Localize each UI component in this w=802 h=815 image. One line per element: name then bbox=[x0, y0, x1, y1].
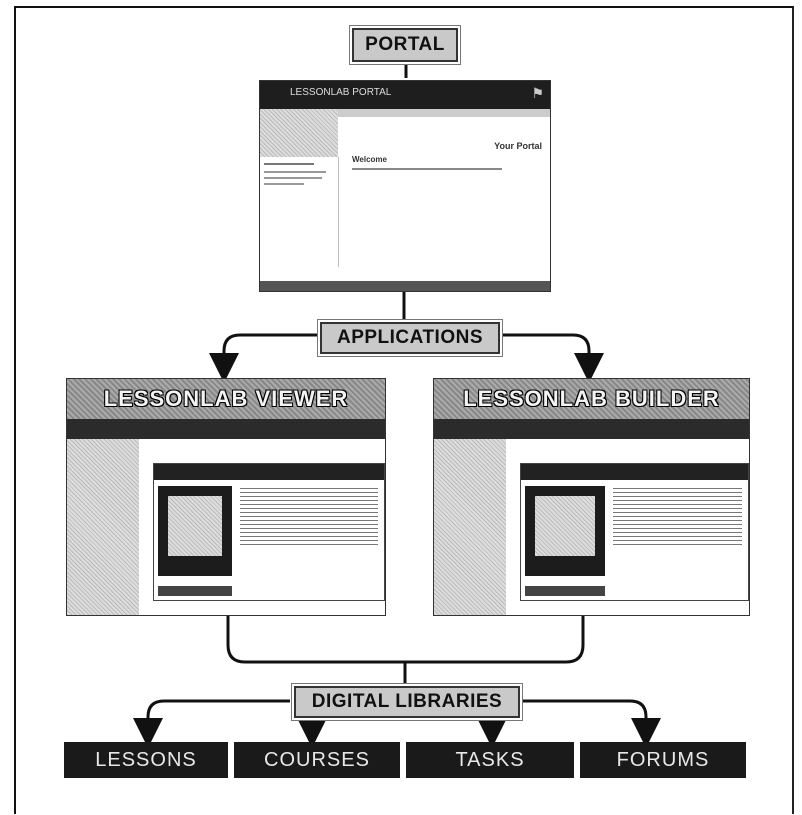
library-tasks: TASKS bbox=[406, 742, 574, 778]
portal-header-bar: LESSONLAB PORTAL ⚑ bbox=[260, 81, 550, 109]
viewer-title-banner: LESSONLAB VIEWER bbox=[67, 379, 385, 419]
portal-header-title: LESSONLAB PORTAL bbox=[290, 87, 392, 98]
lessonlab-viewer-screenshot: LESSONLAB VIEWER bbox=[66, 378, 386, 616]
portal-logo-icon: ⚑ bbox=[531, 85, 544, 101]
builder-video-player bbox=[525, 486, 605, 576]
builder-toolbar bbox=[434, 419, 749, 439]
diagram-frame bbox=[14, 6, 794, 814]
viewer-controls bbox=[158, 586, 232, 596]
library-forums: FORUMS bbox=[580, 742, 746, 778]
lessonlab-builder-screenshot: LESSONLAB BUILDER bbox=[433, 378, 750, 616]
portal-sidebar-line bbox=[264, 177, 322, 179]
viewer-sidebar bbox=[67, 439, 139, 615]
builder-text-block bbox=[613, 488, 742, 548]
builder-title-banner: LESSONLAB BUILDER bbox=[434, 379, 749, 419]
builder-controls bbox=[525, 586, 605, 596]
viewer-toolbar bbox=[67, 419, 385, 439]
library-courses: COURSES bbox=[234, 742, 400, 778]
viewer-video-player bbox=[158, 486, 232, 576]
portal-sidebar-line bbox=[264, 163, 314, 165]
portal-sidebar-line bbox=[264, 171, 326, 173]
portal-welcome-heading: Welcome bbox=[352, 155, 387, 164]
builder-video-frame bbox=[535, 496, 595, 556]
portal-right-text: Your Portal bbox=[494, 141, 542, 151]
portal-label: PORTAL bbox=[352, 28, 458, 62]
library-lessons: LESSONS bbox=[64, 742, 228, 778]
builder-sidebar bbox=[434, 439, 506, 615]
viewer-content-header bbox=[154, 464, 384, 480]
builder-content-panel bbox=[520, 463, 749, 601]
viewer-video-frame bbox=[168, 496, 222, 556]
viewer-title: LESSONLAB VIEWER bbox=[103, 386, 349, 411]
portal-nav-strip bbox=[338, 109, 550, 117]
portal-welcome-text bbox=[352, 168, 502, 170]
portal-footer-bar bbox=[260, 281, 550, 291]
builder-title: LESSONLAB BUILDER bbox=[463, 386, 720, 411]
portal-sidebar bbox=[260, 157, 339, 267]
applications-label: APPLICATIONS bbox=[320, 322, 500, 354]
portal-sidebar-image bbox=[260, 109, 338, 157]
viewer-text-block bbox=[240, 488, 378, 548]
digital-libraries-label: DIGITAL LIBRARIES bbox=[294, 686, 520, 718]
portal-sidebar-line bbox=[264, 183, 304, 185]
viewer-content-panel bbox=[153, 463, 385, 601]
builder-content-header bbox=[521, 464, 748, 480]
portal-screenshot: LESSONLAB PORTAL ⚑ Welcome Your Portal bbox=[259, 80, 551, 292]
